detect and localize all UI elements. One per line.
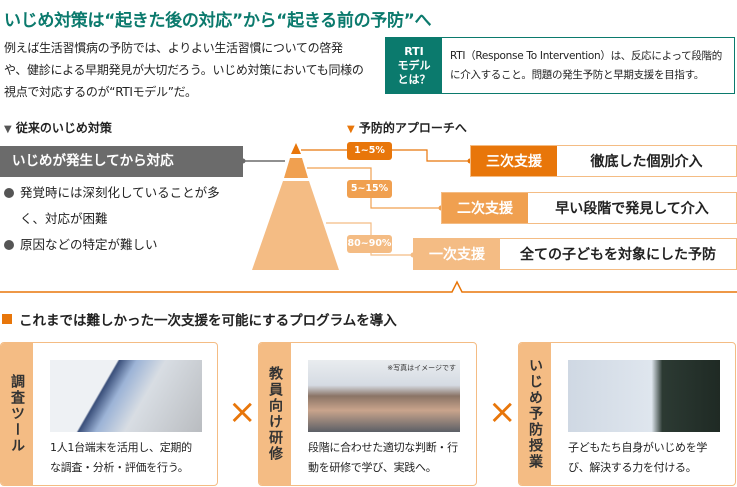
pyramid-middle (284, 158, 308, 178)
pyramid-top (291, 143, 301, 154)
card-teacher-training: 教員向け研修 ※写真はイメージです 段階に合わせた適切な判断・行動を研修で学び、… (258, 342, 477, 486)
pyramid-base (252, 181, 339, 270)
triangle-down-icon: ▼ (4, 124, 12, 135)
pct-label: 80~90% (347, 235, 392, 253)
triangle-down-icon: ▼ (347, 124, 355, 135)
traditional-heading: ▼ 従来のいじめ対策 (4, 121, 112, 135)
pyramid-diagram (0, 143, 737, 293)
bullet-item: 原因などの特定が難しい (4, 232, 158, 258)
program-heading: これまでは難しかった一次支援を可能にするプログラムを導入 (2, 309, 397, 329)
level-primary: 一次支援全ての子どもを対象にした予防 (413, 238, 737, 270)
cross-icon: × (488, 392, 517, 432)
preventive-heading: ▼ 予防的アプローチへ (347, 121, 467, 135)
rti-text: RTI（Response To Intervention）は、反応によって段階的… (450, 50, 722, 81)
photo-lesson (568, 360, 720, 432)
level-tertiary: 三次支援徹底した個別介入 (470, 145, 737, 177)
divider-line (0, 280, 737, 293)
cross-icon: × (228, 392, 257, 432)
pct-label: 1~5% (347, 142, 392, 160)
card-prevention-class: いじめ予防授業 子どもたち自身がいじめを学び、解決する力を付ける。 (518, 342, 736, 486)
traditional-box: いじめが発生してから対応 (0, 146, 243, 177)
photo-tablet (50, 360, 202, 432)
pct-label: 5~15% (347, 180, 392, 198)
bullet-item: 発覚時には深刻化していることが多く、対応が困難 (4, 180, 244, 232)
page-title: いじめ対策は“起きた後の対応”から“起きる前の予防”へ (4, 11, 432, 31)
photo-classroom: ※写真はイメージです (308, 360, 460, 432)
level-secondary: 二次支援早い段階で発見して介入 (441, 192, 737, 224)
square-icon (2, 314, 12, 324)
card-survey-tool: 調査ツール 1人1台端末を活用し、定期的な調査・分析・評価を行う。 (0, 342, 218, 486)
intro-text: 例えば生活習慣病の予防では、よりよい生活習慣についての啓発や、健診による早期発見… (4, 41, 364, 99)
